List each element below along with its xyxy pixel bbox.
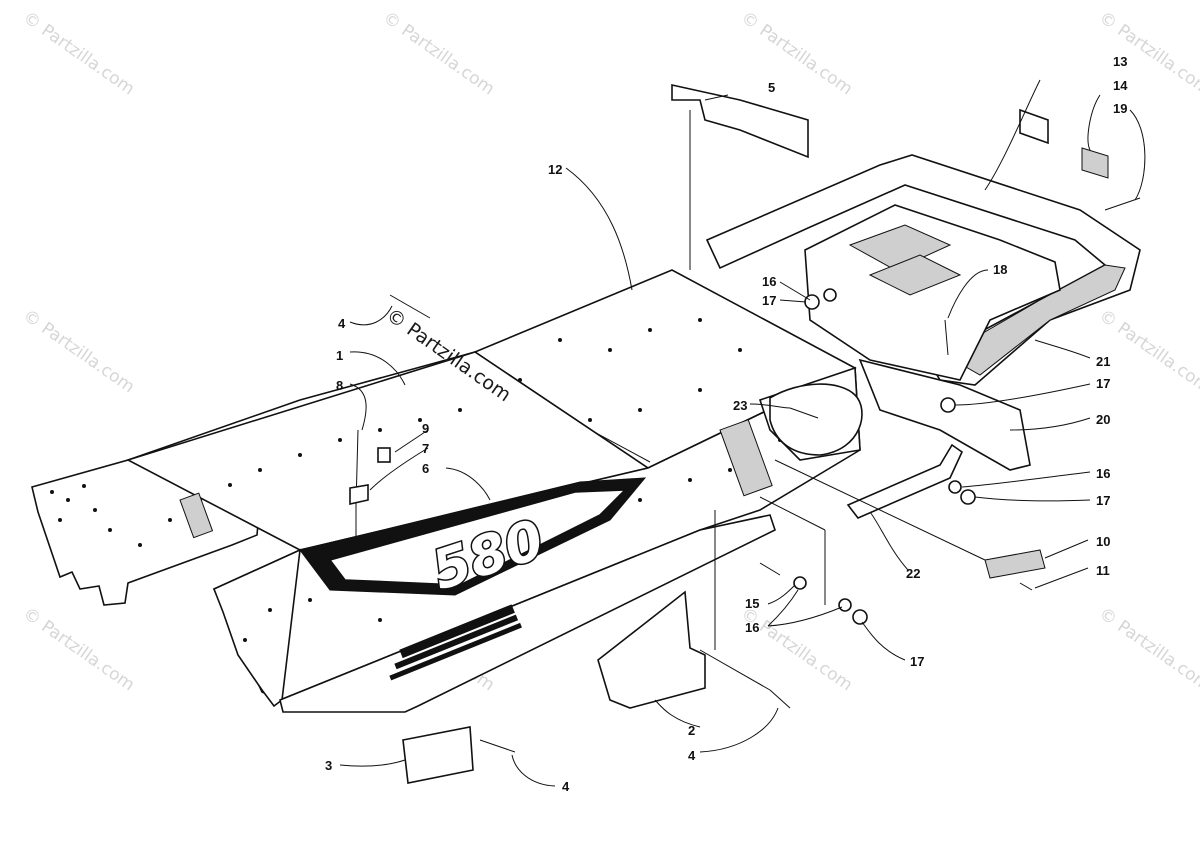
callout-4: 4 [338,316,346,331]
callout-23: 23 [733,398,747,413]
callout-2: 2 [688,723,695,738]
surface-texture [179,492,214,539]
part-4-rivet [389,294,431,319]
callout-5: 5 [768,80,775,95]
callout-16: 16 [745,620,759,635]
part-16-washer [793,576,807,590]
leader-lines [339,79,1146,787]
callout-11: 11 [1096,563,1110,578]
watermark: © Partzilla.com [1095,306,1200,398]
callout-3: 3 [325,758,332,773]
surface-texture [719,419,773,497]
callout-17: 17 [762,293,776,308]
part-2-bracket [597,590,706,709]
part-18-screw [944,319,949,356]
perforations [389,604,522,681]
part-13-reflector [1019,108,1049,145]
part-7-clip [349,484,369,505]
callout-13: 13 [1113,54,1127,69]
part-4-rivet [769,689,791,709]
callout-18: 18 [993,262,1007,277]
bumper-slot [868,254,962,296]
callout-14: 14 [1113,78,1128,93]
part-14-reflector [1081,147,1109,179]
watermark: © Partzilla.com [1095,604,1200,696]
part-22-axle [846,443,964,519]
callout-12: 12 [548,162,562,177]
bumper-slot [848,224,952,271]
bumper-inner-panel [804,204,1061,381]
callout-17: 17 [1096,376,1110,391]
part-11-screw [1019,582,1033,591]
callout-8: 8 [336,378,343,393]
part-16-washer [838,598,852,612]
part-23-bracket [769,383,863,456]
tunnel-lower-flange [212,548,301,708]
part-17-nut [960,489,976,505]
part-5-decal-strip [671,84,809,159]
rear-bumper [705,154,1141,471]
watermark: © Partzilla.com [379,8,498,100]
callout-21: 21 [1096,354,1110,369]
watermark: © Partzilla.com [19,306,138,398]
part-23-bolt [789,407,819,419]
callout-17: 17 [910,654,924,669]
bumper-mount-plate [858,358,1031,471]
callouts: 1 2 3 4 4 4 5 6 7 8 9 10 11 12 13 14 15 … [325,54,1128,794]
callout-1: 1 [336,348,343,363]
callout-6: 6 [422,461,429,476]
part-15-bolt [759,562,781,576]
callout-16: 16 [762,274,776,289]
part-17-nut [940,397,956,413]
part-9-clip [377,447,391,463]
callout-10: 10 [1096,534,1110,549]
watermark: © Partzilla.com [1095,8,1200,100]
part-16-washer [823,288,837,302]
watermark: © Partzilla.com [19,8,138,100]
part-17-nut [852,609,868,625]
part-3-plate [402,726,474,784]
part-17-nut [804,294,820,310]
callout-20: 20 [1096,412,1110,427]
callout-15: 15 [745,596,759,611]
callout-4: 4 [562,779,570,794]
callout-4: 4 [688,748,696,763]
callout-17: 17 [1096,493,1110,508]
callout-22: 22 [906,566,920,581]
tunnel-assembly [31,269,861,713]
part-19-screw [1104,197,1141,211]
part-10-plate [984,549,1046,579]
callout-19: 19 [1113,101,1127,116]
decal-inner [328,489,628,586]
watermark: © Partzilla.com [737,8,856,100]
callout-9: 9 [422,421,429,436]
callout-16: 16 [1096,466,1110,481]
watermark: © Partzilla.com [19,604,138,696]
part-4-rivet [479,739,516,753]
part-16-washer [948,480,962,494]
callout-7: 7 [422,441,429,456]
